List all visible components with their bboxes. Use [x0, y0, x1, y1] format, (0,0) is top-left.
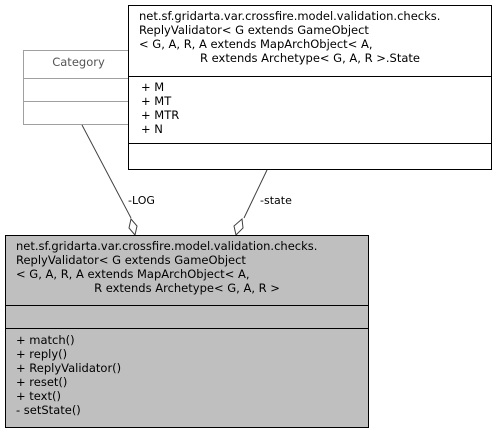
category-class-box[interactable]: Category: [23, 50, 134, 125]
log-aggregation-diamond: [128, 217, 138, 237]
main-method: + match(): [16, 333, 75, 347]
state-attribute: + N: [141, 122, 163, 136]
log-edge-line: [81, 124, 132, 219]
main-class-box[interactable]: net.sf.gridarta.var.crossfire.model.vali…: [5, 235, 369, 428]
log-association-edge: -LOG: [81, 124, 155, 237]
state-class-box[interactable]: net.sf.gridarta.var.crossfire.model.vali…: [128, 5, 492, 170]
main-class-name-line: R extends Archetype< G, A, R >: [94, 281, 280, 295]
main-method: + text(): [16, 389, 61, 403]
state-class-name-line: net.sf.gridarta.var.crossfire.model.vali…: [139, 9, 440, 23]
state-edge-label: -state: [260, 194, 292, 207]
state-attribute: + MT: [141, 94, 172, 108]
main-method: + reply(): [16, 347, 67, 361]
main-method: + reset(): [16, 375, 67, 389]
state-attribute: + M: [141, 80, 164, 94]
main-method: + ReplyValidator(): [16, 361, 121, 375]
state-box-outline: [128, 5, 492, 170]
main-class-name-line: ReplyValidator< G extends GameObject: [16, 253, 246, 267]
state-class-name-line: ReplyValidator< G extends GameObject: [139, 23, 369, 37]
state-class-name-line: < G, A, R, A extends MapArchObject< A,: [139, 37, 373, 51]
category-class-name: Category: [52, 55, 105, 69]
state-attribute: + MTR: [141, 108, 179, 122]
log-edge-label: -LOG: [128, 194, 155, 207]
main-box-outline: [5, 235, 369, 428]
main-class-name-line: < G, A, R, A extends MapArchObject< A,: [16, 267, 250, 281]
main-method: - setState(): [16, 403, 81, 417]
state-class-name-line: R extends Archetype< G, A, R >.State: [200, 51, 420, 65]
category-box-outline: [23, 50, 134, 125]
state-association-edge: -state: [233, 169, 292, 236]
state-aggregation-diamond: [233, 217, 244, 236]
state-edge-line: [243, 169, 268, 219]
main-class-name-line: net.sf.gridarta.var.crossfire.model.vali…: [16, 239, 317, 253]
